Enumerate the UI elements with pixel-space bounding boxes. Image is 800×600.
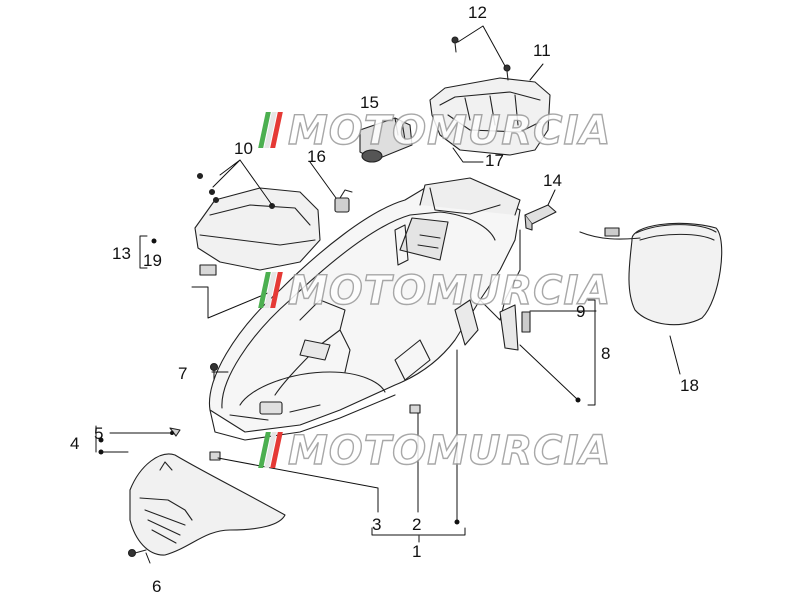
clip-part-19 — [199, 264, 217, 276]
callout-5: 5 — [94, 424, 104, 443]
callout-3: 3 — [372, 515, 382, 534]
callout-4: 4 — [70, 434, 80, 453]
callout-18: 18 — [680, 376, 699, 395]
screw-part-6 — [127, 548, 147, 558]
screws-part-12 — [451, 36, 511, 81]
front-grille-panel — [129, 453, 286, 556]
callout-16: 16 — [307, 147, 326, 166]
callout-17: 17 — [485, 151, 504, 170]
callout-7: 7 — [178, 364, 188, 383]
watermark-text: MOTOMURCIA — [287, 107, 612, 154]
clip-part-3 — [209, 451, 221, 461]
callout-6: 6 — [152, 577, 162, 596]
top-cover — [429, 77, 551, 156]
callout-8: 8 — [601, 344, 611, 363]
storage-bag — [579, 222, 723, 326]
callout-15: 15 — [360, 93, 379, 112]
power-socket — [359, 117, 413, 163]
callout-14: 14 — [543, 171, 562, 190]
callout-10: 10 — [234, 139, 253, 158]
bracket-part-8 — [499, 304, 531, 351]
leader-lines — [95, 25, 681, 564]
leader-dots — [98, 238, 581, 525]
helmet-compartment — [208, 177, 521, 441]
callout-9: 9 — [576, 302, 586, 321]
callout-11: 11 — [533, 41, 551, 60]
foam-block — [524, 204, 557, 231]
lid-cover — [194, 172, 321, 271]
bolt-part-16 — [334, 189, 353, 213]
watermark-text: MOTOMURCIA — [287, 427, 612, 474]
callout-12: 12 — [468, 3, 487, 22]
callout-1: 1 — [412, 542, 422, 561]
screw-part-7 — [209, 362, 219, 381]
callout-19: 19 — [143, 251, 162, 270]
watermark-text: MOTOMURCIA — [287, 267, 612, 314]
callout-2: 2 — [412, 515, 422, 534]
callout-13: 13 — [112, 244, 131, 263]
clip-part-2 — [409, 404, 421, 414]
